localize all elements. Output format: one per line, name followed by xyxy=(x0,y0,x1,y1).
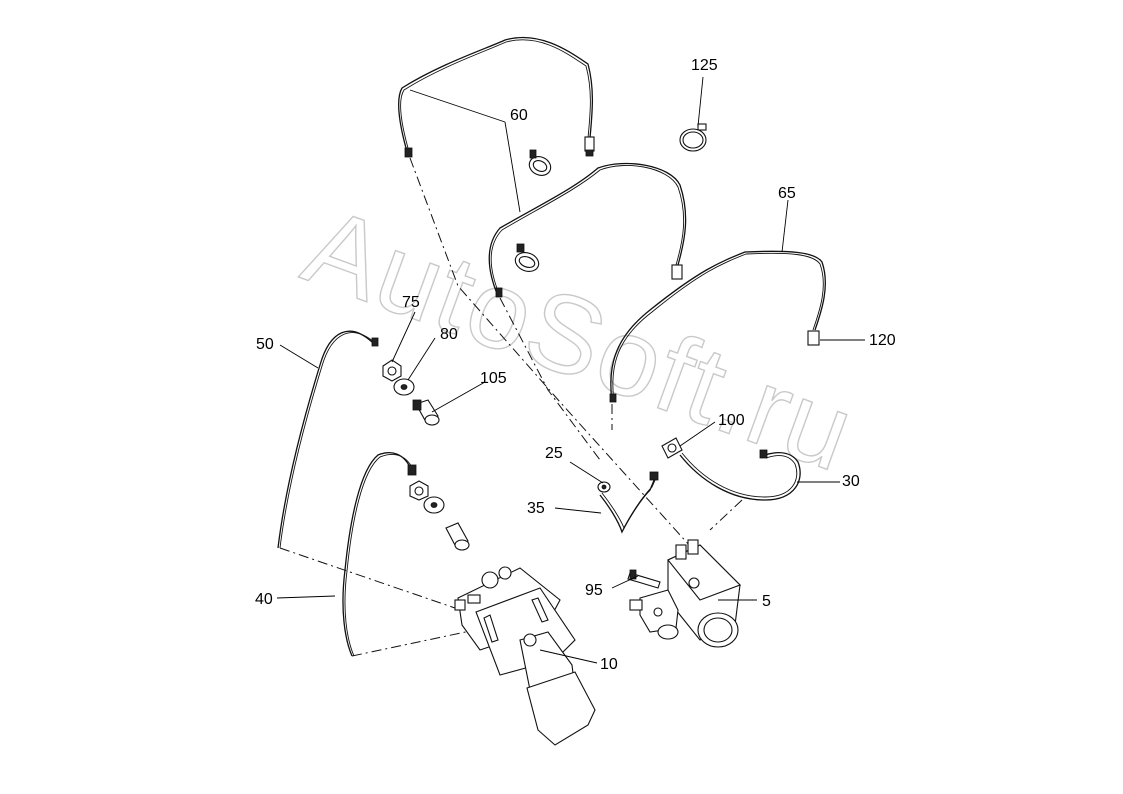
clamp-lower xyxy=(514,243,540,272)
tube-35 xyxy=(599,471,659,534)
tube-60-lower xyxy=(488,162,687,298)
tube-60-upper xyxy=(398,36,595,158)
fitting-100 xyxy=(661,437,683,459)
label-35: 35 xyxy=(527,500,545,517)
label-120: 120 xyxy=(869,332,896,349)
tube-50 xyxy=(277,330,379,549)
part-labels: 125 60 65 120 75 80 105 50 100 25 30 35 … xyxy=(255,57,896,673)
label-50: 50 xyxy=(256,336,274,353)
clamp-upper xyxy=(528,149,552,176)
fitting-block xyxy=(629,589,679,640)
tube-65 xyxy=(609,250,826,403)
label-10: 10 xyxy=(600,656,618,673)
bolt-95 xyxy=(627,569,661,589)
nut-left-2 xyxy=(409,480,445,514)
valve-5 xyxy=(667,539,741,648)
label-80: 80 xyxy=(440,326,458,343)
nut-25 xyxy=(597,481,611,493)
label-95: 95 xyxy=(585,582,603,599)
label-25: 25 xyxy=(545,445,563,462)
label-65: 65 xyxy=(778,185,796,202)
label-30: 30 xyxy=(842,473,860,490)
label-105: 105 xyxy=(480,370,507,387)
label-75: 75 xyxy=(402,294,420,311)
hose-30 xyxy=(679,449,801,501)
bushing-left-2 xyxy=(445,522,470,551)
center-lines xyxy=(279,157,743,657)
clamp-ring-125 xyxy=(679,123,707,152)
pedal-unit-10 xyxy=(454,566,596,746)
washer-80 xyxy=(393,378,415,396)
tube-40 xyxy=(342,452,417,657)
label-40: 40 xyxy=(255,591,273,608)
label-5: 5 xyxy=(762,593,771,610)
label-100: 100 xyxy=(718,412,745,429)
leader-lines xyxy=(276,76,865,664)
bushing-105 xyxy=(412,399,440,426)
label-60: 60 xyxy=(510,107,528,124)
label-125: 125 xyxy=(691,57,718,74)
nut-75 xyxy=(382,359,402,382)
